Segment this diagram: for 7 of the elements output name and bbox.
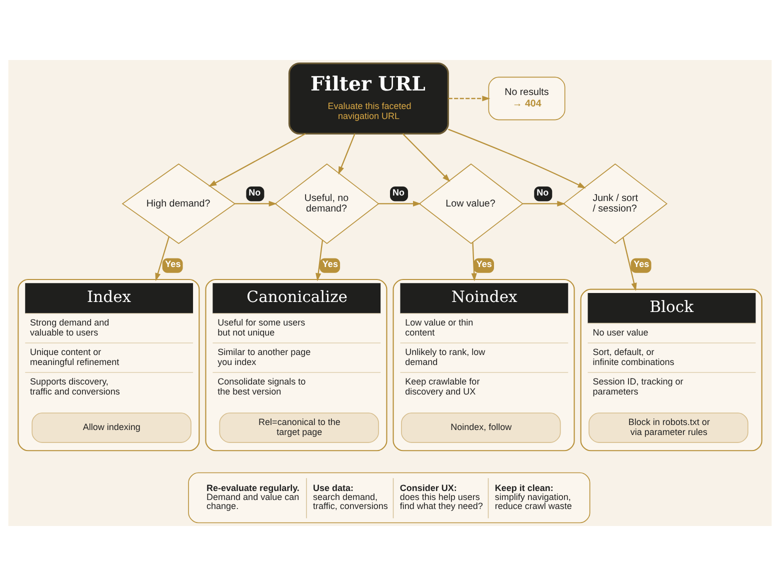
edge-label: Yes xyxy=(634,258,650,269)
edge-label: No xyxy=(248,186,261,197)
edge-label: No xyxy=(536,186,549,197)
edge-label: No xyxy=(392,186,404,197)
edge-label: Yes xyxy=(165,258,181,269)
edge-label: Yes xyxy=(322,258,338,269)
edge-label: Yes xyxy=(476,258,492,269)
